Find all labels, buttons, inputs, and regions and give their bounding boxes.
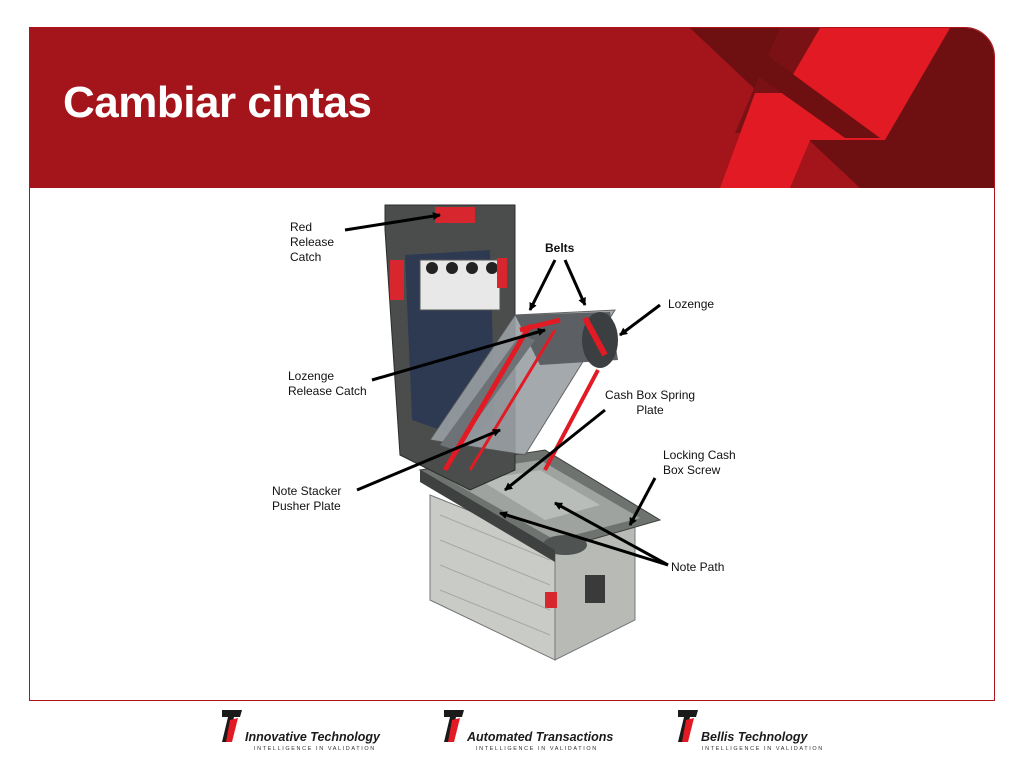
logo-tagline: INTELLIGENCE IN VALIDATION	[476, 746, 598, 752]
logo-name: Innovative Technology	[245, 730, 380, 744]
header-decoration	[690, 28, 994, 188]
callout-lozenge-release-catch: Lozenge Release Catch	[288, 369, 367, 398]
callout-arrows	[344, 212, 669, 567]
logo-tagline: INTELLIGENCE IN VALIDATION	[702, 746, 824, 752]
slide-frame: Cambiar cintas	[29, 27, 995, 701]
callout-belts: Belts	[545, 241, 575, 255]
callout-locking-cash-box-screw: Locking Cash Box Screw	[663, 448, 736, 477]
callout-note-stacker-pusher-plate: Note Stacker Pusher Plate	[272, 484, 342, 513]
logo-tagline: INTELLIGENCE IN VALIDATION	[254, 746, 376, 752]
lozenge-assembly	[429, 309, 618, 472]
footer: Innovative Technology INTELLIGENCE IN VA…	[0, 700, 1024, 768]
note-validator-illustration	[344, 204, 669, 661]
header-band: Cambiar cintas	[30, 28, 994, 188]
callout-red-release-catch: Red Release Catch	[290, 220, 335, 264]
logo-name: Bellis Technology	[701, 730, 808, 744]
logo-bellis-technology: Bellis Technology INTELLIGENCE IN VALIDA…	[676, 708, 826, 752]
logo-automated-transactions: Automated Transactions INTELLIGENCE IN V…	[442, 708, 622, 752]
slide-title: Cambiar cintas	[63, 78, 372, 127]
callout-lozenge: Lozenge	[668, 297, 715, 311]
callout-note-path: Note Path	[671, 560, 725, 574]
logo-innovative-technology: Innovative Technology INTELLIGENCE IN VA…	[220, 708, 390, 752]
logo-name: Automated Transactions	[467, 730, 614, 744]
itl-logo-icon	[222, 710, 242, 742]
itl-logo-icon	[678, 710, 698, 742]
callout-cash-box-spring-plate: Cash Box Spring Plate	[605, 388, 696, 417]
itl-logo-icon	[444, 710, 464, 742]
